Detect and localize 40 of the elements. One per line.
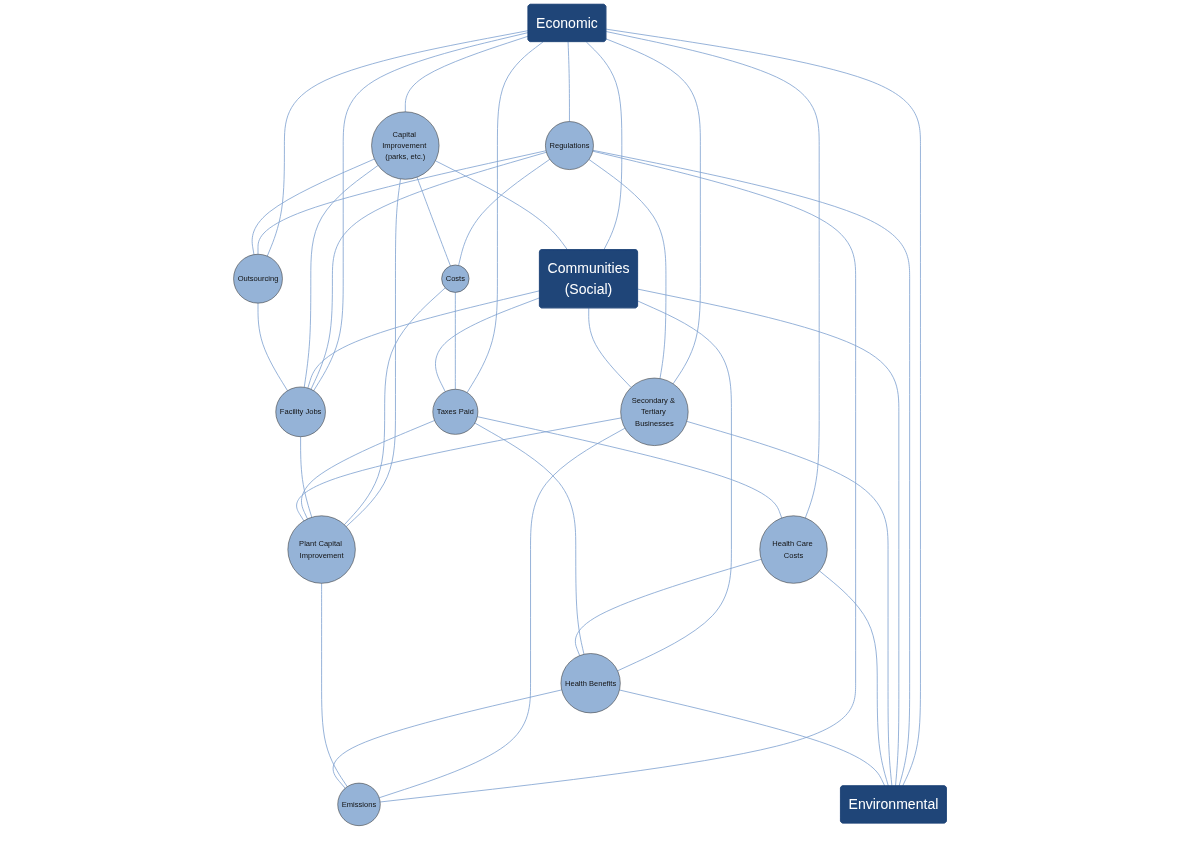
connector [585, 41, 623, 251]
connector [257, 150, 547, 255]
connector [303, 165, 379, 388]
connector [466, 41, 544, 393]
connector [637, 288, 900, 787]
connector [313, 32, 529, 392]
connector [435, 297, 541, 393]
connector [301, 420, 435, 520]
connector [435, 160, 568, 251]
connector [332, 689, 563, 789]
connector [686, 420, 893, 787]
connector [574, 558, 762, 656]
connector [404, 35, 529, 113]
connector [257, 302, 288, 392]
connector [344, 287, 446, 526]
connector [379, 150, 857, 803]
connector [458, 158, 551, 266]
connector [588, 307, 632, 388]
connector [310, 151, 547, 390]
connector [307, 290, 541, 389]
connector [251, 158, 375, 255]
connector [474, 422, 585, 655]
connector [454, 292, 456, 390]
connector [567, 41, 570, 122]
connector [476, 416, 783, 519]
connector [416, 176, 451, 267]
connector [605, 31, 820, 519]
connector [296, 417, 622, 522]
connector [345, 178, 401, 527]
connector [378, 427, 626, 799]
connector [819, 570, 889, 787]
connector [321, 582, 348, 788]
connector [300, 436, 313, 518]
connector [592, 149, 911, 787]
connector [266, 30, 529, 257]
connector [588, 159, 667, 379]
connector [605, 38, 701, 385]
connector [619, 689, 886, 787]
connector [617, 300, 732, 672]
connector [605, 28, 921, 787]
